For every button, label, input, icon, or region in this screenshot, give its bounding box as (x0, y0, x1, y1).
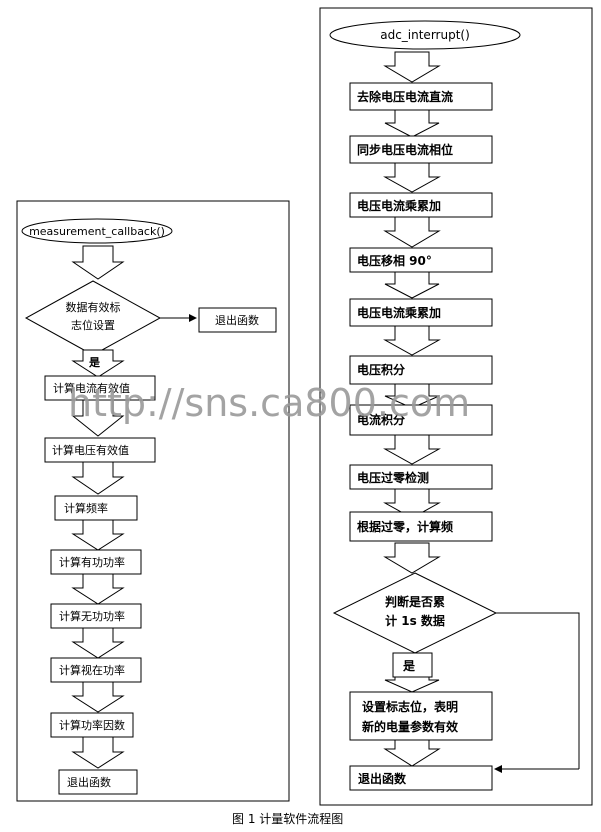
figure-caption: 图 1 计量软件流程图 (232, 811, 343, 826)
left-yes-label: 是 (88, 356, 101, 369)
right-start-label: adc_interrupt() (380, 28, 470, 42)
right-arrow-8 (383, 434, 441, 465)
left-arrow-yes (71, 349, 125, 378)
left-arrow-6 (71, 627, 125, 659)
right-arrow-5 (384, 271, 440, 299)
right-step-8-label: 电压过零检测 (357, 470, 429, 485)
left-step-2-label: 计算电压有效值 (52, 443, 129, 457)
left-step-4 (50, 549, 142, 575)
left-arrow-1 (71, 245, 125, 280)
left-step-1-label: 计算电流有效值 (53, 381, 130, 395)
left-arrow-5 (71, 573, 125, 605)
right-arrow-2 (384, 109, 440, 138)
left-arrow-2 (71, 399, 125, 437)
right-step-3 (349, 192, 493, 218)
right-step-8 (349, 464, 493, 490)
right-step-5-label: 电压电流乘累加 (357, 305, 441, 320)
left-start-node (21, 218, 173, 244)
right-yes-box (392, 652, 433, 678)
right-arrow-1 (383, 51, 441, 83)
right-arrow-11 (384, 676, 440, 693)
right-step-4-label: 电压移相 90° (357, 253, 432, 268)
right-arrow-12 (383, 739, 441, 767)
right-step-3-label: 电压电流乘累加 (357, 198, 441, 213)
left-flowchart-frame (16, 200, 290, 802)
right-no-path-line (496, 612, 580, 769)
left-arrow-7 (71, 681, 125, 713)
right-step-5 (349, 298, 493, 327)
right-step-2-label: 同步电压电流相位 (357, 142, 453, 157)
right-yes-label: 是 (402, 659, 416, 673)
right-step-7-label: 电流积分 (357, 412, 405, 427)
left-arrow-3 (71, 461, 125, 495)
left-step-6 (50, 657, 142, 683)
right-arrow-9 (383, 488, 441, 519)
left-step-3 (54, 495, 138, 521)
right-step-6 (349, 355, 493, 385)
left-decision-line-2: 志位设置 (71, 318, 115, 332)
left-start-label: measurement_callback() (29, 225, 165, 238)
right-step-4 (349, 247, 493, 273)
right-step-9 (349, 511, 493, 542)
right-exit-box (349, 765, 493, 791)
left-step-5 (50, 603, 142, 629)
right-exit-label: 退出函数 (358, 771, 407, 786)
right-decision-node (332, 572, 498, 654)
right-arrow-3 (383, 162, 441, 193)
right-decision-line-2: 计 1s 数据 (385, 613, 445, 628)
left-exit-box (58, 769, 138, 795)
left-step-7-label: 计算功率因数 (59, 718, 125, 732)
left-decision-node (24, 280, 162, 356)
left-arrow-8 (71, 736, 125, 769)
left-step-2 (44, 437, 156, 463)
watermark-text: http://sns.ca800.com (68, 381, 470, 425)
right-flowchart-frame (319, 7, 593, 806)
left-decision-line-1: 数据有效标 (66, 300, 121, 314)
right-step-7 (349, 404, 493, 436)
left-exit-side-label: 退出函数 (215, 313, 259, 327)
right-set-flag-box (349, 691, 493, 741)
right-set-flag-line-1: 设置标志位，表明 (362, 699, 458, 714)
right-arrow-7 (384, 383, 440, 409)
right-step-2 (349, 135, 493, 164)
right-step-1-label: 去除电压电流直流 (357, 89, 453, 104)
left-step-7 (50, 712, 134, 738)
right-arrow-6 (383, 325, 441, 356)
right-set-flag-line-2: 新的电量参数有效 (362, 719, 459, 734)
left-step-1 (44, 375, 156, 401)
left-step-5-label: 计算无功功率 (59, 609, 125, 623)
right-step-1 (349, 82, 493, 111)
right-step-9-label: 根据过零，计算频 (357, 519, 453, 534)
right-arrow-10 (383, 542, 441, 574)
left-exit-side-box (198, 307, 277, 333)
left-step-3-label: 计算频率 (64, 501, 108, 515)
left-arrow-4 (71, 519, 125, 551)
left-exit-label: 退出函数 (67, 775, 111, 789)
right-start-node (329, 20, 521, 50)
left-step-4-label: 计算有功功率 (59, 555, 125, 569)
right-arrow-4 (383, 216, 441, 248)
right-decision-line-1: 判断是否累 (385, 594, 445, 609)
right-step-6-label: 电压积分 (357, 362, 405, 377)
left-step-6-label: 计算视在功率 (59, 663, 125, 677)
